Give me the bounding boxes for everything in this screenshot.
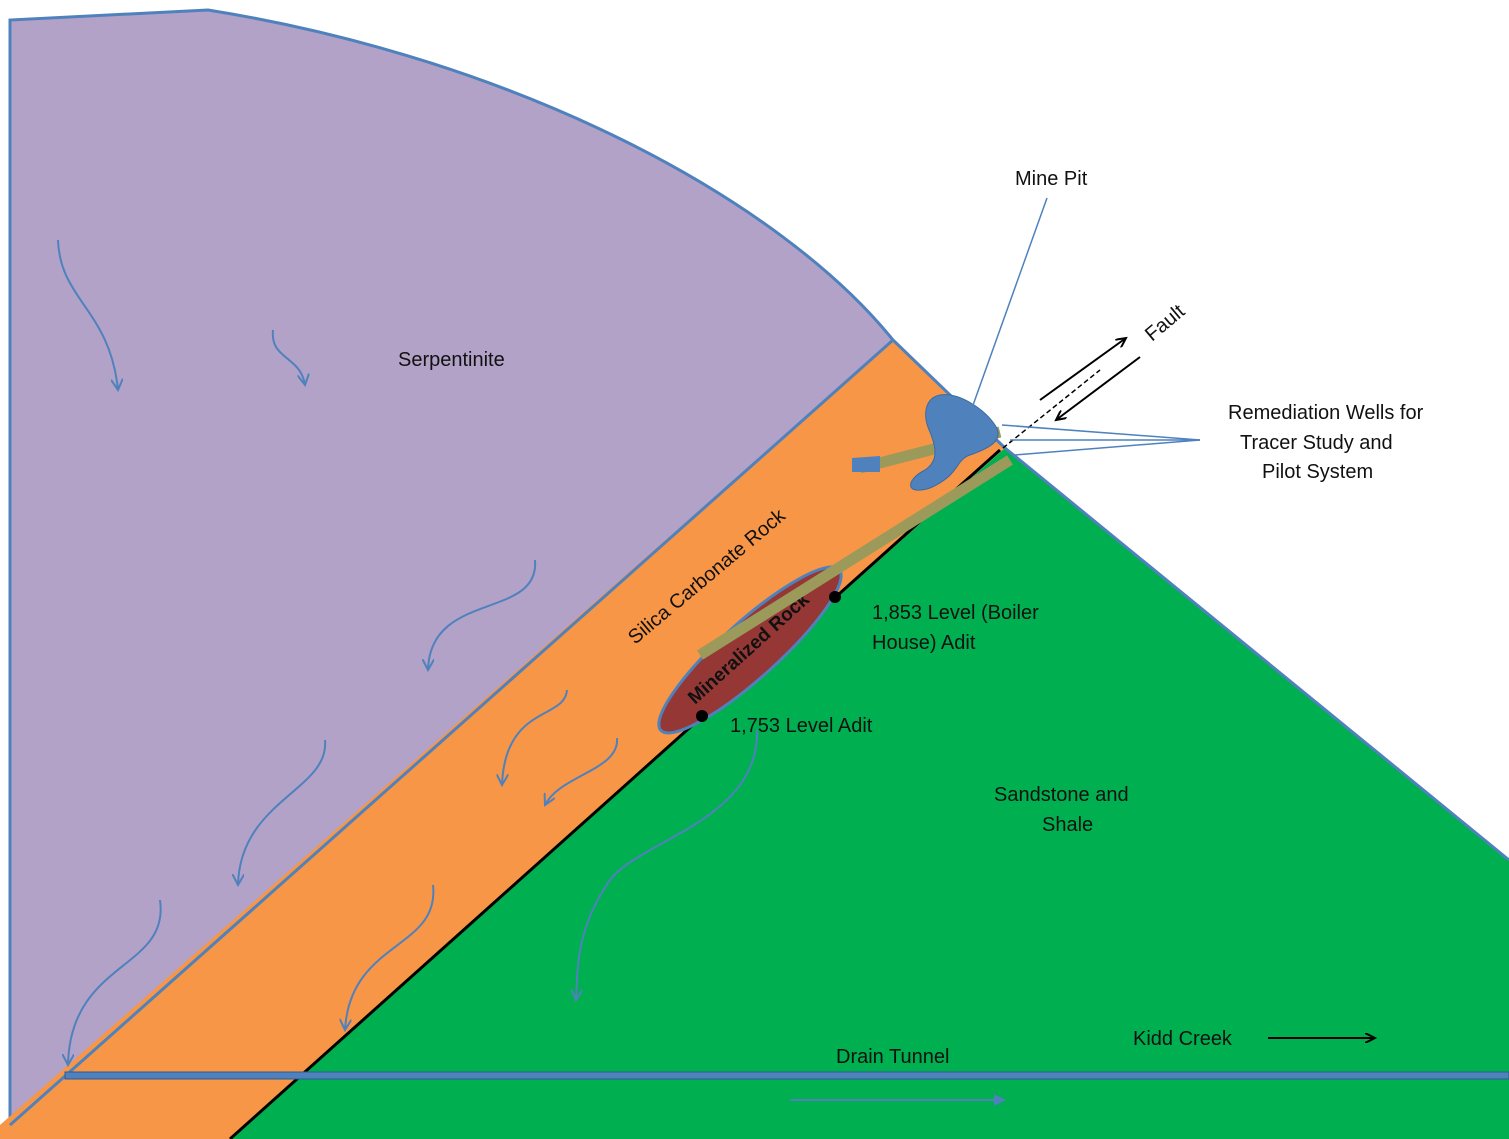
fault-trace: [1002, 369, 1101, 449]
flow-arrow: [68, 899, 162, 1065]
mine-pit-callout: [971, 197, 1048, 409]
serpentinite-outline: [8, 8, 895, 1125]
drain-tunnel-label: Drain Tunnel: [836, 1046, 949, 1068]
sandstone-label-2: Shale: [1042, 814, 1093, 836]
fault-label: Fault: [1141, 300, 1190, 346]
flow-arrow: [428, 559, 537, 670]
remediation-label-2: Tracer Study and: [1240, 432, 1393, 454]
remediation-label-1: Remediation Wells for: [1228, 402, 1424, 424]
serpentinite-label: Serpentinite: [398, 349, 505, 371]
remediation-well-lower: [697, 455, 1013, 660]
flow-arrow: [57, 239, 118, 390]
flow-arrow: [238, 739, 327, 885]
adit-1753-point: [696, 710, 708, 722]
level-1753-label: 1,753 Level Adit: [730, 715, 873, 737]
wells-callout-3: [1014, 439, 1201, 456]
serpentinite-unit: [10, 10, 893, 1125]
flow-arrow: [545, 737, 619, 805]
silica-carbonate-unit: [0, 340, 1005, 1139]
flow-arrow: [576, 729, 759, 1000]
fault-contact-line: [228, 448, 1002, 1139]
remediation-label-3: Pilot System: [1262, 461, 1373, 483]
sandstone-label-1: Sandstone and: [994, 784, 1129, 806]
drain-tunnel: [64, 1071, 1509, 1080]
lower-slope-outline: [1004, 446, 1509, 862]
kidd-creek-label: Kidd Creek: [1133, 1028, 1233, 1050]
mine-pit-small: [852, 456, 880, 472]
adit-1853-point: [829, 591, 841, 603]
sandstone-shale-unit: [230, 448, 1509, 1139]
flow-arrow: [502, 689, 568, 785]
mine-pit-label: Mine Pit: [1015, 168, 1088, 190]
serpentinite-contact: [9, 338, 894, 1127]
level-1853-label-2: House) Adit: [872, 632, 976, 654]
mine-pit: [910, 394, 999, 491]
flow-arrow: [345, 884, 435, 1030]
level-1853-label-1: 1,853 Level (Boiler: [872, 602, 1039, 624]
flow-arrow: [271, 329, 305, 385]
fault-arrow-down: [1056, 356, 1141, 420]
wells-callout-1: [1001, 424, 1201, 441]
fault-arrow-up: [1039, 338, 1126, 401]
